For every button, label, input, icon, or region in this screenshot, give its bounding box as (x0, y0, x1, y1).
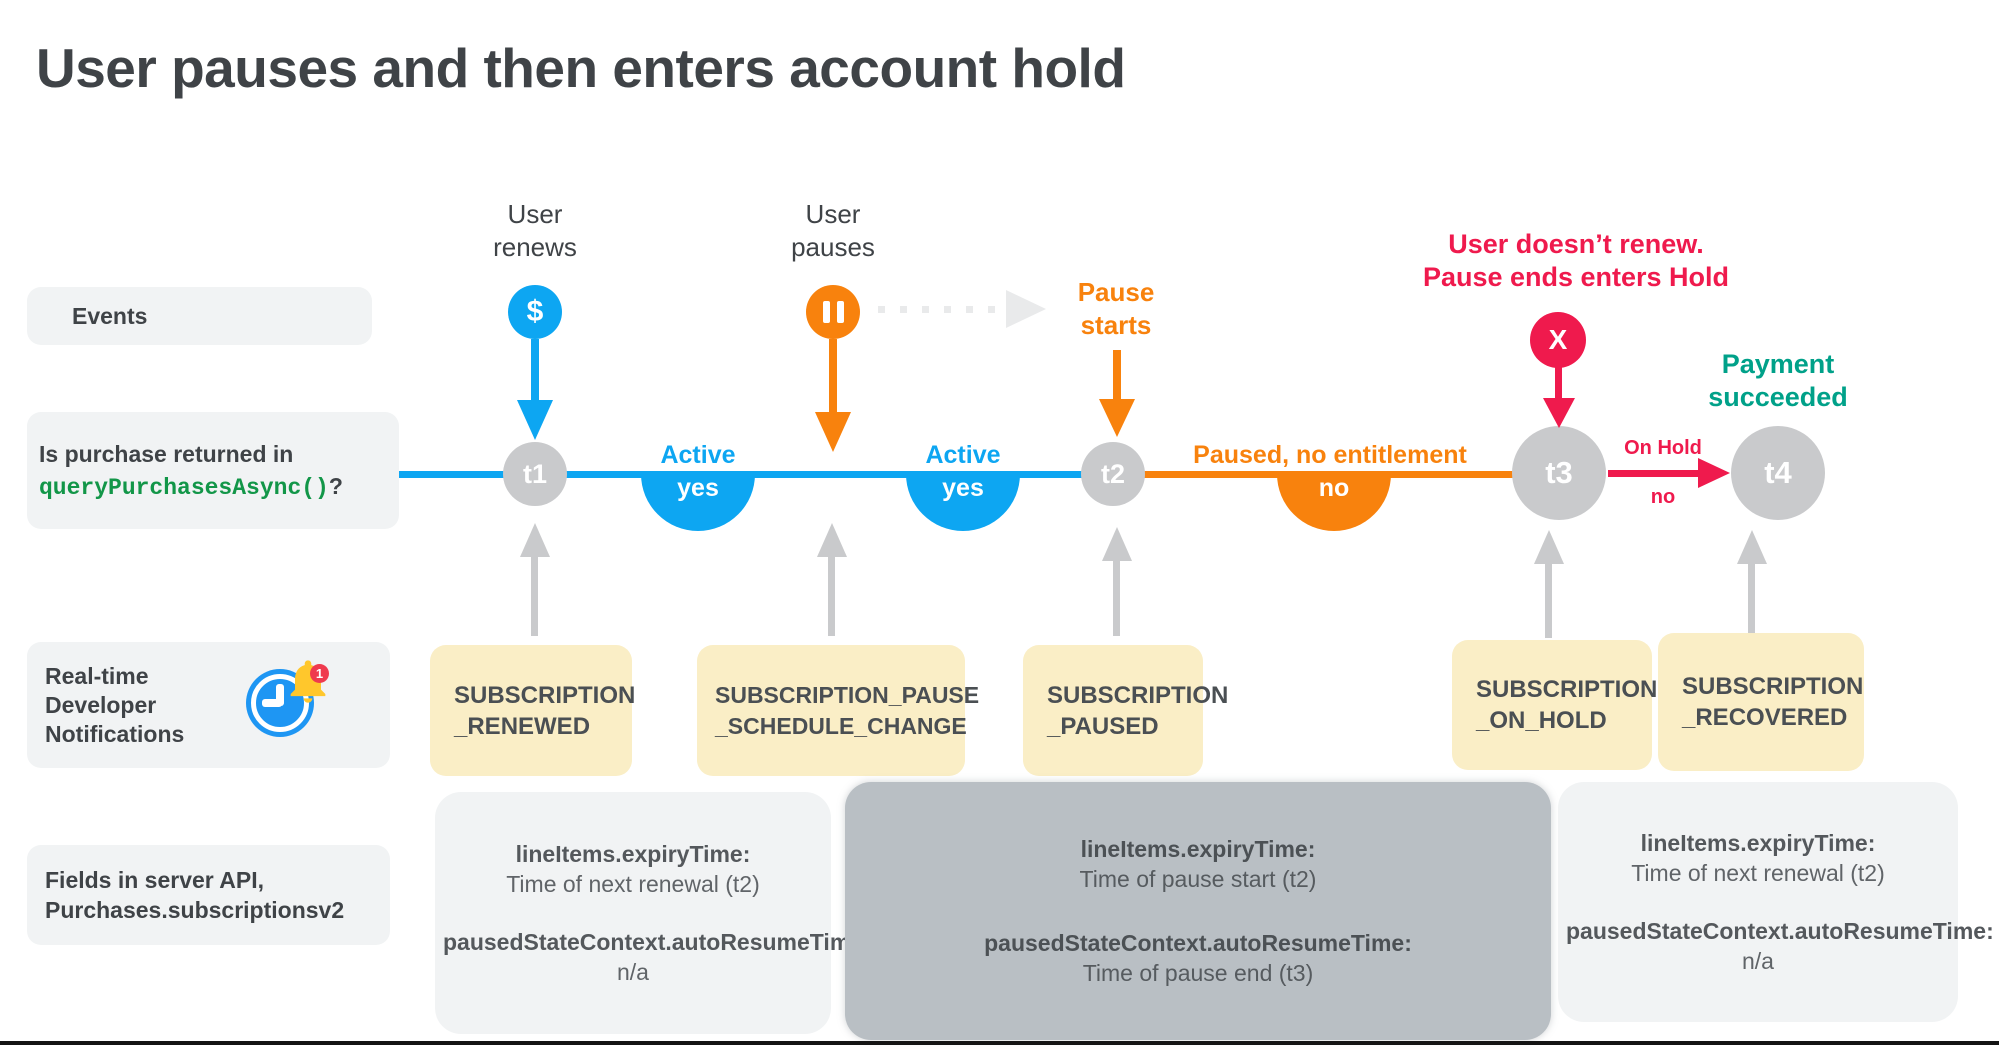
entitlement-yes-badge-2: yes (906, 474, 1020, 531)
pause-start-arrow-shaft (1113, 350, 1121, 402)
field-pair: pausedStateContext.autoResumeTime: n/a (1566, 916, 1994, 976)
pause-starts-label: Pause starts (1077, 277, 1155, 340)
no-renew-label: User doesn’t renew. Pause ends enters Ho… (1422, 229, 1730, 292)
pause-arrow-head (815, 412, 851, 452)
dotted-arrow-dot (878, 306, 885, 313)
events-row-label: Events (27, 287, 372, 345)
notification-badge: 1 (310, 664, 329, 683)
timeline-node-t2: t2 (1081, 442, 1145, 506)
field-value: n/a (1742, 948, 1774, 974)
query-question-mark: ? (328, 472, 343, 499)
pause-start-arrow-head (1099, 399, 1135, 437)
fields-row-label: Fields in server API, Purchases.subscrip… (27, 845, 390, 945)
field-key: lineItems.expiryTime: (1640, 830, 1876, 856)
onhold-arrow-head (1698, 458, 1730, 488)
field-pair: lineItems.expiryTime: Time of next renew… (1566, 828, 1950, 888)
yes-text: yes (942, 474, 984, 502)
notification-bell-icon (290, 660, 326, 703)
onhold-arrow-shaft (1608, 470, 1702, 477)
hold-arrow-shaft (1555, 366, 1562, 402)
rtdn-up-arrow-shaft (1545, 561, 1552, 638)
dotted-arrow-dot (900, 306, 907, 313)
dotted-arrow-dot (944, 306, 951, 313)
query-row-label-line1: Is purchase returned in (39, 440, 294, 467)
field-value: Time of next renewal (t2) (1631, 860, 1885, 886)
renew-arrow-shaft (531, 339, 539, 403)
query-purchases-async-code: queryPurchasesAsync() (39, 474, 329, 501)
clock-hand-minute (276, 684, 284, 706)
payment-succeeded-label: Payment succeeded (1708, 349, 1848, 412)
rtdn-up-arrow-shaft (1113, 558, 1120, 636)
notification-subscription-paused: SUBSCRIPTION _PAUSED (1023, 645, 1228, 776)
field-value: Time of pause end (t3) (1082, 960, 1314, 986)
entitlement-no-badge: no (1277, 474, 1391, 531)
timeline-node-t3: t3 (1512, 426, 1606, 520)
page-title: User pauses and then enters account hold (36, 37, 1126, 99)
field-value: n/a (617, 959, 649, 986)
rtdn-up-arrow-head (1737, 530, 1767, 564)
hold-arrow-head (1543, 398, 1575, 428)
user-pauses-label: User pauses (791, 199, 875, 262)
api-fields-box-paused: lineItems.expiryTime: Time of pause star… (845, 782, 1551, 1040)
fields-row-label-text: Fields in server API, Purchases.subscrip… (45, 867, 345, 923)
rtdn-up-arrow-shaft (828, 554, 835, 636)
renew-arrow-head (517, 400, 553, 440)
pause-icon (806, 285, 860, 339)
rtdn-up-arrow-shaft (1748, 561, 1755, 638)
notification-subscription-renewed: SUBSCRIPTION _RENEWED (430, 645, 635, 776)
dotted-arrow-dot (988, 306, 995, 313)
api-fields-box-renewed: lineItems.expiryTime: Time of next renew… (435, 792, 871, 1034)
timeline-node-t4: t4 (1731, 426, 1825, 520)
field-pair: lineItems.expiryTime: Time of next renew… (443, 839, 823, 899)
field-key: pausedStateContext.autoResumeTime: (443, 929, 871, 956)
paused-no-entitlement-label: Paused, no entitlement (1193, 441, 1467, 469)
rtdn-row-label: Real-time Developer Notifications (27, 642, 390, 768)
clock-hand-hour (262, 699, 282, 707)
dotted-arrow-dot (922, 306, 929, 313)
field-key: pausedStateContext.autoResumeTime: (1566, 918, 1994, 944)
rtdn-up-arrow-head (520, 523, 550, 557)
user-renews-label: User renews (493, 199, 577, 262)
field-key: lineItems.expiryTime: (1080, 836, 1316, 862)
dotted-arrow-dot (966, 306, 973, 313)
pause-arrow-shaft (829, 339, 837, 415)
timeline-paused-segment (1113, 471, 1559, 478)
rtdn-row-label-text: Real-time Developer Notifications (45, 662, 185, 747)
rtdn-up-arrow-head (1534, 530, 1564, 564)
notification-subscription-recovered: SUBSCRIPTION _RECOVERED (1658, 633, 1864, 771)
field-key: pausedStateContext.autoResumeTime: (984, 930, 1412, 956)
api-fields-box-recovered: lineItems.expiryTime: Time of next renew… (1558, 782, 1994, 1022)
yes-text: yes (677, 474, 719, 502)
notification-subscription-pause-schedule-change: SUBSCRIPTION_PAUSE _SCHEDULE_CHANGE (697, 645, 979, 776)
field-key: lineItems.expiryTime: (515, 840, 751, 867)
field-value: Time of pause start (t2) (1079, 866, 1317, 892)
entitlement-yes-badge-1: yes (641, 474, 755, 531)
clock-ring (251, 674, 309, 732)
rtdn-up-arrow-head (1102, 527, 1132, 561)
dotted-arrow-head (1006, 290, 1046, 328)
onhold-label: On Hold (1624, 437, 1702, 459)
onhold-no-label: no (1650, 486, 1676, 508)
bottom-divider (0, 1041, 1999, 1045)
field-pair: pausedStateContext.autoResumeTime: Time … (853, 928, 1543, 988)
rtdn-up-arrow-head (817, 523, 847, 557)
query-row-label: Is purchase returned in queryPurchasesAs… (27, 412, 399, 529)
timeline-active-segment (399, 471, 1113, 478)
timeline-node-t1: t1 (503, 442, 567, 506)
active-label-2: Active (925, 441, 1001, 469)
field-pair: pausedStateContext.autoResumeTime: n/a (443, 927, 871, 987)
notification-subscription-on-hold: SUBSCRIPTION _ON_HOLD (1452, 640, 1657, 770)
field-value: Time of next renewal (t2) (506, 870, 760, 897)
active-label-1: Active (660, 441, 736, 469)
rtdn-up-arrow-shaft (531, 554, 538, 636)
field-pair: lineItems.expiryTime: Time of pause star… (853, 834, 1543, 894)
events-row-label-text: Events (72, 303, 148, 329)
no-text: no (1318, 474, 1350, 502)
cancel-icon: X (1530, 312, 1586, 368)
query-row-label-line2: queryPurchasesAsync()? (39, 473, 399, 501)
dollar-icon: $ (508, 285, 562, 339)
